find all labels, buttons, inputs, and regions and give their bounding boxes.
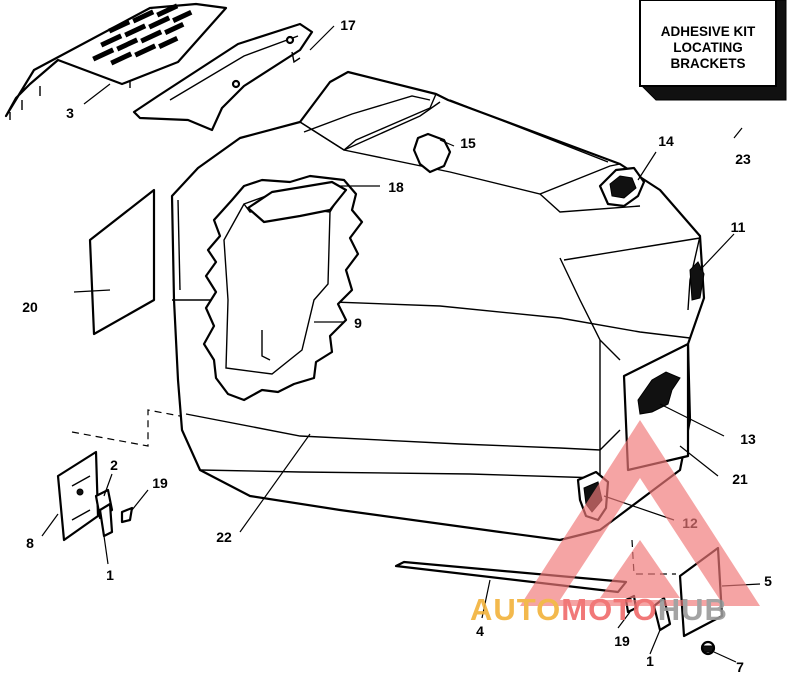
box-label-line1: ADHESIVE KIT — [661, 24, 756, 39]
bracket-part-14 — [598, 166, 646, 208]
callout-2: 2 — [110, 457, 118, 473]
callout-23: 23 — [735, 151, 751, 167]
callout-20: 20 — [22, 299, 38, 315]
latch-assembly-left — [56, 409, 181, 542]
svg-text:AUTOMOTOHUB: AUTOMOTOHUB — [470, 592, 728, 627]
callout-4: 4 — [476, 623, 484, 639]
callout-13: 13 — [740, 431, 756, 447]
callout-15: 15 — [460, 135, 476, 151]
callout-19-left: 19 — [152, 475, 168, 491]
watermark: AUTOMOTOHUB — [470, 420, 760, 627]
duct-cap-part-18 — [246, 180, 348, 224]
side-clip-part-11 — [689, 261, 705, 301]
box-label-line3: BRACKETS — [670, 56, 745, 71]
adhesive-kit-box: ADHESIVE KIT LOCATING BRACKETS — [638, 0, 787, 101]
callout-14: 14 — [658, 133, 674, 149]
callout-5: 5 — [764, 573, 772, 589]
leader-lines — [41, 25, 761, 663]
cutaway-opening — [202, 174, 364, 402]
watermark-auto: AUTO — [470, 592, 561, 627]
callout-7: 7 — [736, 659, 744, 675]
callout-9: 9 — [354, 315, 362, 331]
callout-11: 11 — [731, 219, 746, 235]
callout-19-right: 19 — [614, 633, 630, 649]
latch-plate-part-8 — [56, 450, 100, 542]
box-label-line2: LOCATING — [673, 40, 743, 55]
callout-8: 8 — [26, 535, 34, 551]
lower-rail-part-4 — [394, 560, 628, 594]
callout-1-left: 1 — [106, 567, 114, 583]
callout-18: 18 — [388, 179, 404, 195]
vent-grille-part-3 — [4, 2, 228, 120]
latch-clip-part-15 — [412, 132, 452, 174]
trim-bracket-part-17 — [132, 22, 314, 132]
bracket-part-13 — [637, 371, 681, 415]
callout-22: 22 — [216, 529, 232, 545]
pin-part-1-left — [98, 502, 114, 538]
callout-3: 3 — [66, 105, 74, 121]
callout-17: 17 — [340, 17, 356, 33]
watermark-hub: HUB — [658, 592, 728, 627]
clip-part-19-left — [120, 506, 134, 524]
callout-21: 21 — [732, 471, 748, 487]
decal-panel-part-20 — [88, 188, 156, 336]
watermark-moto: MOTO — [561, 592, 657, 627]
watermark-logo-icon — [520, 420, 760, 606]
callout-1-right: 1 — [646, 653, 654, 669]
